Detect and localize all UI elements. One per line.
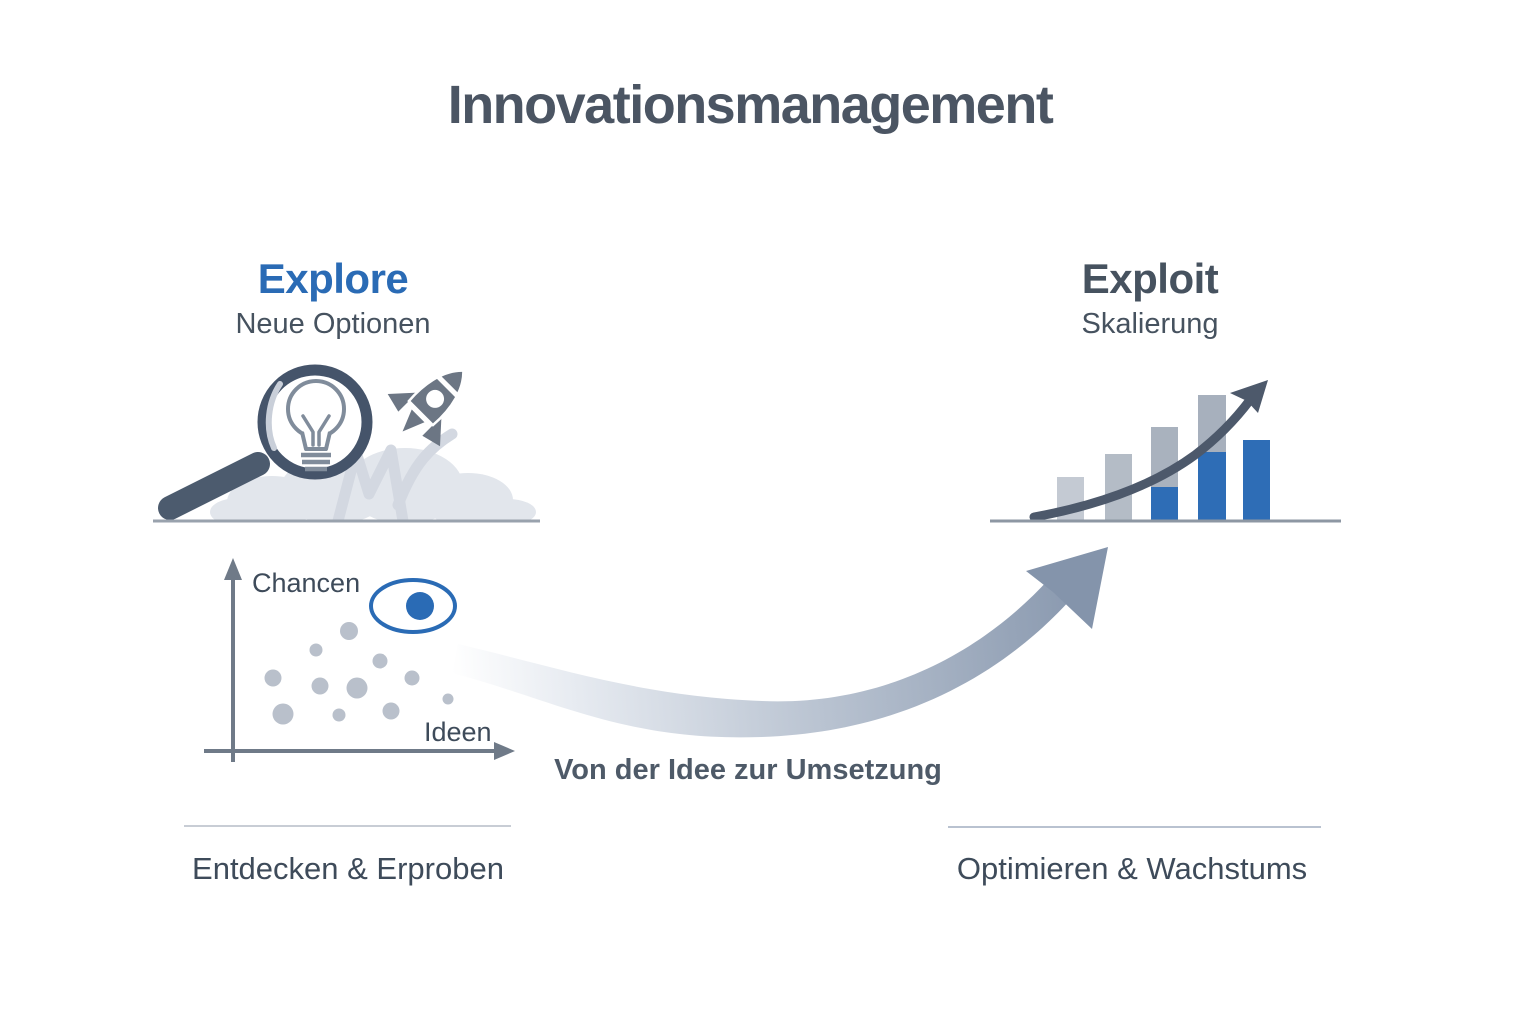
explore-subheading: Neue Optionen — [235, 308, 431, 340]
exploit-heading: Exploit — [1081, 255, 1219, 302]
swoosh-arrow-icon — [452, 547, 1108, 738]
idea-scatter-plot-icon — [204, 558, 515, 762]
lightbulb-icon — [286, 379, 346, 472]
scatter-x-axis-label: Ideen — [424, 717, 492, 747]
rocket-icon — [387, 369, 465, 447]
magnifier-icon — [158, 364, 373, 520]
page-title: Innovationsmanagement — [447, 75, 1054, 135]
explore-heading: Explore — [257, 255, 409, 302]
rocket-smoke-trail-icon — [332, 428, 458, 520]
x-axis-arrowhead — [494, 742, 515, 760]
growth-bar-chart-icon — [1029, 380, 1270, 522]
explore-footer-label: Entdecken & Erproben — [192, 851, 504, 886]
y-axis-arrowhead — [224, 558, 242, 580]
idea-dots — [264, 622, 454, 725]
exploit-subheading: Skalierung — [1081, 308, 1219, 340]
scatter-y-axis-label: Chancen — [252, 568, 361, 598]
transition-caption: Von der Idee zur Umsetzung — [554, 754, 942, 786]
selected-idea-highlight — [369, 578, 457, 634]
growth-curve-arrow-icon — [1029, 380, 1268, 522]
exploit-footer-label: Optimieren & Wachstums — [956, 851, 1308, 886]
